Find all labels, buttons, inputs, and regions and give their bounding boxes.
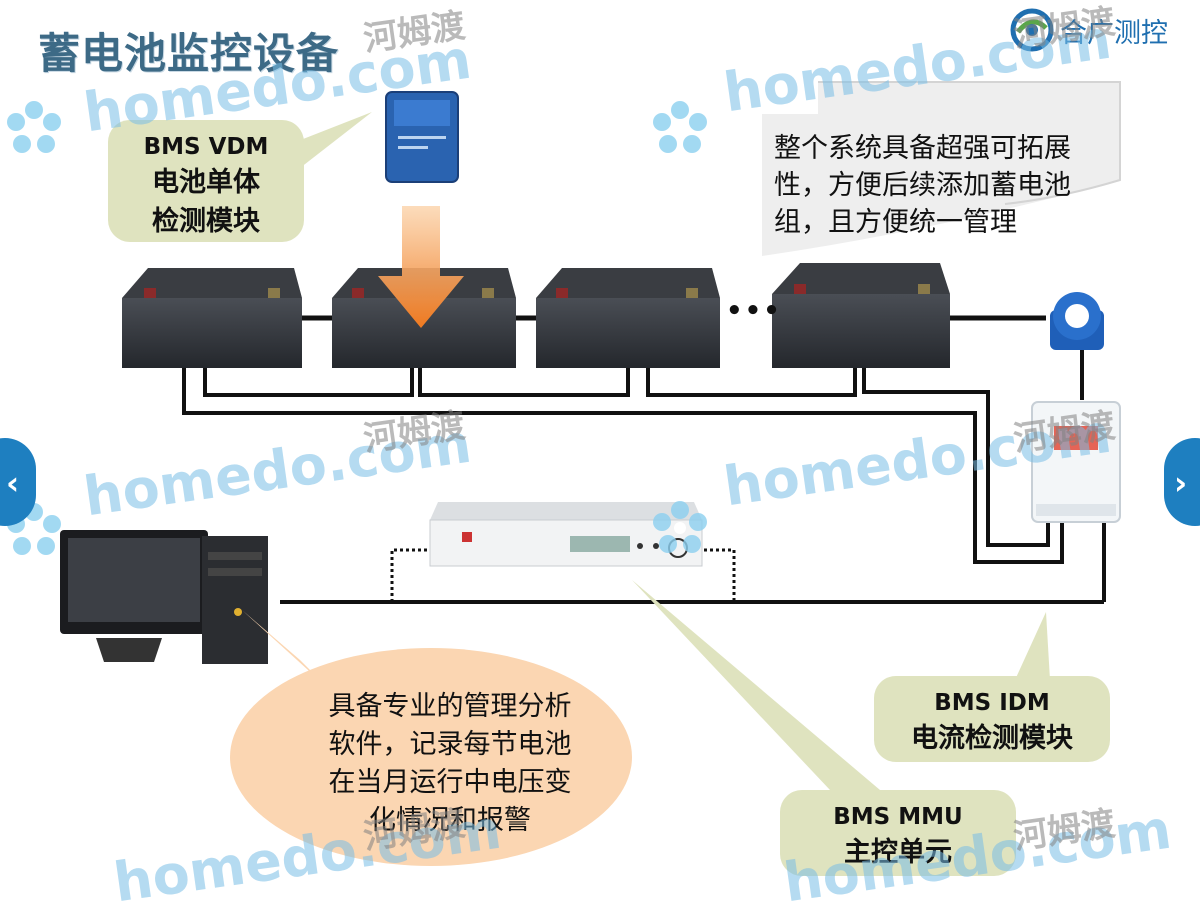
logo-swirl-icon bbox=[1010, 8, 1054, 52]
bus-line bbox=[280, 520, 1106, 604]
down-arrow-icon bbox=[378, 206, 464, 328]
sense-wires bbox=[182, 350, 1084, 564]
mmu-callout-title: BMS MMU bbox=[833, 804, 963, 830]
dotted-link bbox=[390, 548, 736, 602]
mmu-callout-line2: 主控单元 bbox=[844, 837, 952, 868]
expandability-note-box bbox=[762, 81, 1121, 256]
chevron-right-icon: › bbox=[1174, 464, 1188, 502]
prev-slide-button[interactable]: ‹ bbox=[0, 438, 36, 526]
page-title: 蓄电池监控设备 bbox=[38, 29, 340, 78]
battery-ellipsis: ••• bbox=[726, 296, 782, 326]
watermark-flower-icon bbox=[7, 101, 61, 153]
vdm-callout-title: BMS VDM bbox=[143, 134, 269, 160]
software-line-1: 具备专业的管理分析 bbox=[328, 691, 572, 722]
software-line-4: 化情况和报警 bbox=[369, 805, 531, 836]
vdm-callout: BMS VDM 电池单体 检测模块 bbox=[108, 120, 304, 242]
expandability-note-text: 整个系统具备超强可拓展 性，方便后续添加蓄电池 组，且方便统一管理 bbox=[774, 130, 1114, 241]
idm-module-device bbox=[1031, 401, 1121, 523]
mmu-callout: BMS MMU 主控单元 bbox=[780, 790, 1016, 876]
watermark-flower-icon bbox=[653, 101, 707, 153]
battery-string bbox=[122, 263, 950, 368]
battery-3 bbox=[536, 268, 720, 368]
software-line-3: 在当月运行中电压变 bbox=[328, 767, 572, 798]
idm-callout: BMS IDM 电流检测模块 bbox=[874, 676, 1110, 762]
battery-1 bbox=[122, 268, 302, 368]
software-description: 具备专业的管理分析 软件，记录每节电池 在当月运行中电压变 化情况和报警 bbox=[300, 688, 600, 840]
computer-workstation bbox=[60, 530, 268, 664]
vdm-callout-line2: 电池单体 bbox=[152, 167, 260, 198]
software-line-2: 软件，记录每节电池 bbox=[328, 729, 572, 760]
idm-callout-title: BMS IDM bbox=[934, 690, 1050, 716]
idm-callout-line2: 电流检测模块 bbox=[911, 723, 1073, 754]
company-logo: 合广测控 bbox=[1010, 8, 1168, 52]
watermark-flower-icon bbox=[653, 501, 707, 553]
note-line-3: 组，且方便统一管理 bbox=[774, 207, 1017, 238]
mmu-callout-pointer bbox=[632, 580, 880, 790]
logo-text: 合广测控 bbox=[1060, 17, 1168, 49]
chevron-left-icon: ‹ bbox=[6, 464, 20, 502]
software-ellipse bbox=[230, 648, 632, 866]
battery-4 bbox=[772, 263, 950, 368]
vdm-callout-line3: 检测模块 bbox=[152, 206, 260, 237]
next-slide-button[interactable]: › bbox=[1164, 438, 1200, 526]
idm-callout-pointer bbox=[1015, 612, 1050, 680]
note-line-1: 整个系统具备超强可拓展 bbox=[774, 133, 1071, 164]
note-line-2: 性，方便后续添加蓄电池 bbox=[774, 170, 1071, 201]
current-sensor-device bbox=[1050, 292, 1104, 350]
vdm-module-device bbox=[385, 91, 459, 183]
